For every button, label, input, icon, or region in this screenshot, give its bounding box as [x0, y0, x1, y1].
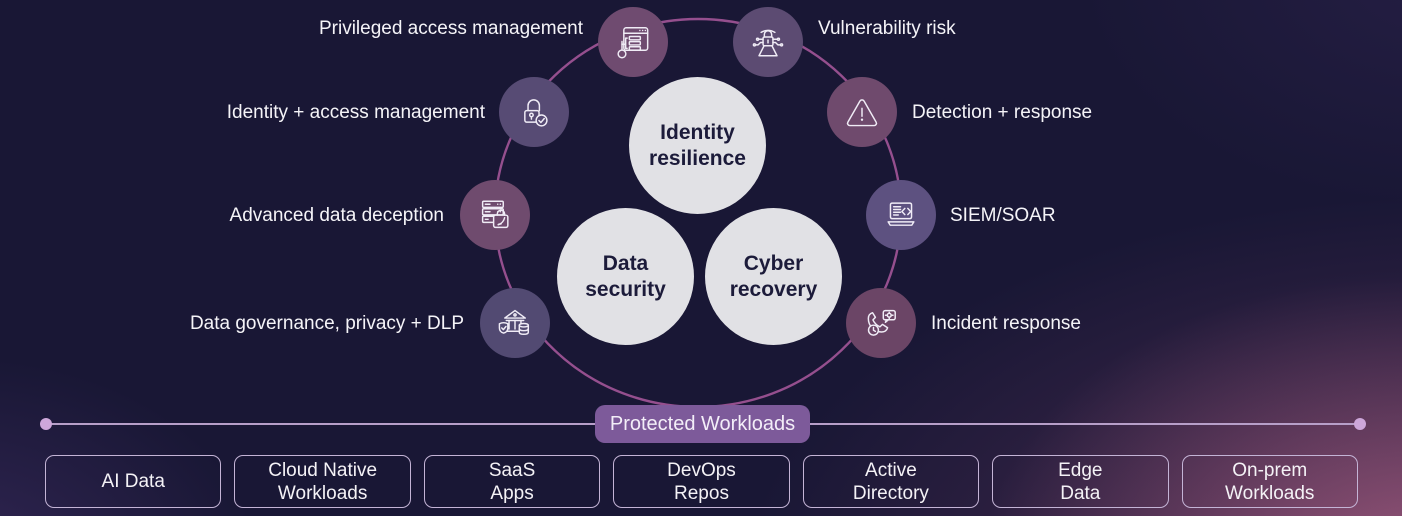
identity-access-label: Identity + access management: [226, 102, 485, 123]
workload-box-devops-repos: DevOps Repos: [613, 455, 790, 508]
advanced-data-deception-node: [460, 180, 530, 250]
siem-soar-label: SIEM/SOAR: [950, 205, 1056, 226]
cyber-recovery-circle: Cyber recovery: [705, 208, 842, 345]
vulnerability-risk-label: Vulnerability risk: [818, 18, 956, 39]
data-governance-node: [480, 288, 550, 358]
incident-response-node: [846, 288, 916, 358]
workload-boxes-row: AI Data Cloud Native Workloads SaaS Apps…: [45, 455, 1358, 508]
siem-soar-icon: [887, 202, 915, 226]
data-governance-label: Data governance, privacy + DLP: [189, 313, 464, 334]
identity-resilience-circle: Identity resilience: [629, 77, 766, 214]
workload-box-cloud-native: Cloud Native Workloads: [234, 455, 411, 508]
workload-box-edge-data: Edge Data: [992, 455, 1169, 508]
workload-box-ai-data: AI Data: [45, 455, 222, 508]
detection-response-label: Detection + response: [912, 102, 1093, 123]
workload-box-saas-apps: SaaS Apps: [423, 455, 601, 508]
identity-access-icon: [524, 99, 548, 127]
detection-response-icon: [846, 99, 878, 127]
protected-workloads-badge: Protected Workloads: [595, 405, 810, 443]
vulnerability-risk-node: [733, 7, 803, 77]
vulnerability-risk-icon: [752, 29, 784, 57]
incident-response-label: Incident response: [931, 313, 1081, 334]
data-governance-icon: [498, 309, 530, 336]
identity-access-node: [499, 77, 569, 147]
line-endpoint-dot-left: [40, 418, 52, 430]
incident-response-icon: [867, 309, 896, 336]
data-security-label: Data security: [585, 251, 666, 301]
workload-box-active-directory: Active Directory: [802, 455, 980, 508]
protected-workloads-label: Protected Workloads: [609, 412, 796, 435]
data-deception-icon: [481, 200, 509, 229]
privileged-access-node: [598, 7, 668, 77]
workload-box-on-prem: On-prem Workloads: [1181, 455, 1358, 508]
siem-soar-node: [866, 180, 936, 250]
detection-response-node: [827, 77, 897, 147]
identity-resilience-label: Identity resilience: [649, 120, 746, 170]
advanced-data-deception-label: Advanced data deception: [229, 205, 444, 226]
line-endpoint-dot-right: [1354, 418, 1366, 430]
privileged-access-label: Privileged access management: [318, 18, 583, 39]
data-security-circle: Data security: [557, 208, 694, 345]
privileged-access-icon: [617, 27, 649, 59]
cyber-recovery-label: Cyber recovery: [729, 251, 818, 301]
